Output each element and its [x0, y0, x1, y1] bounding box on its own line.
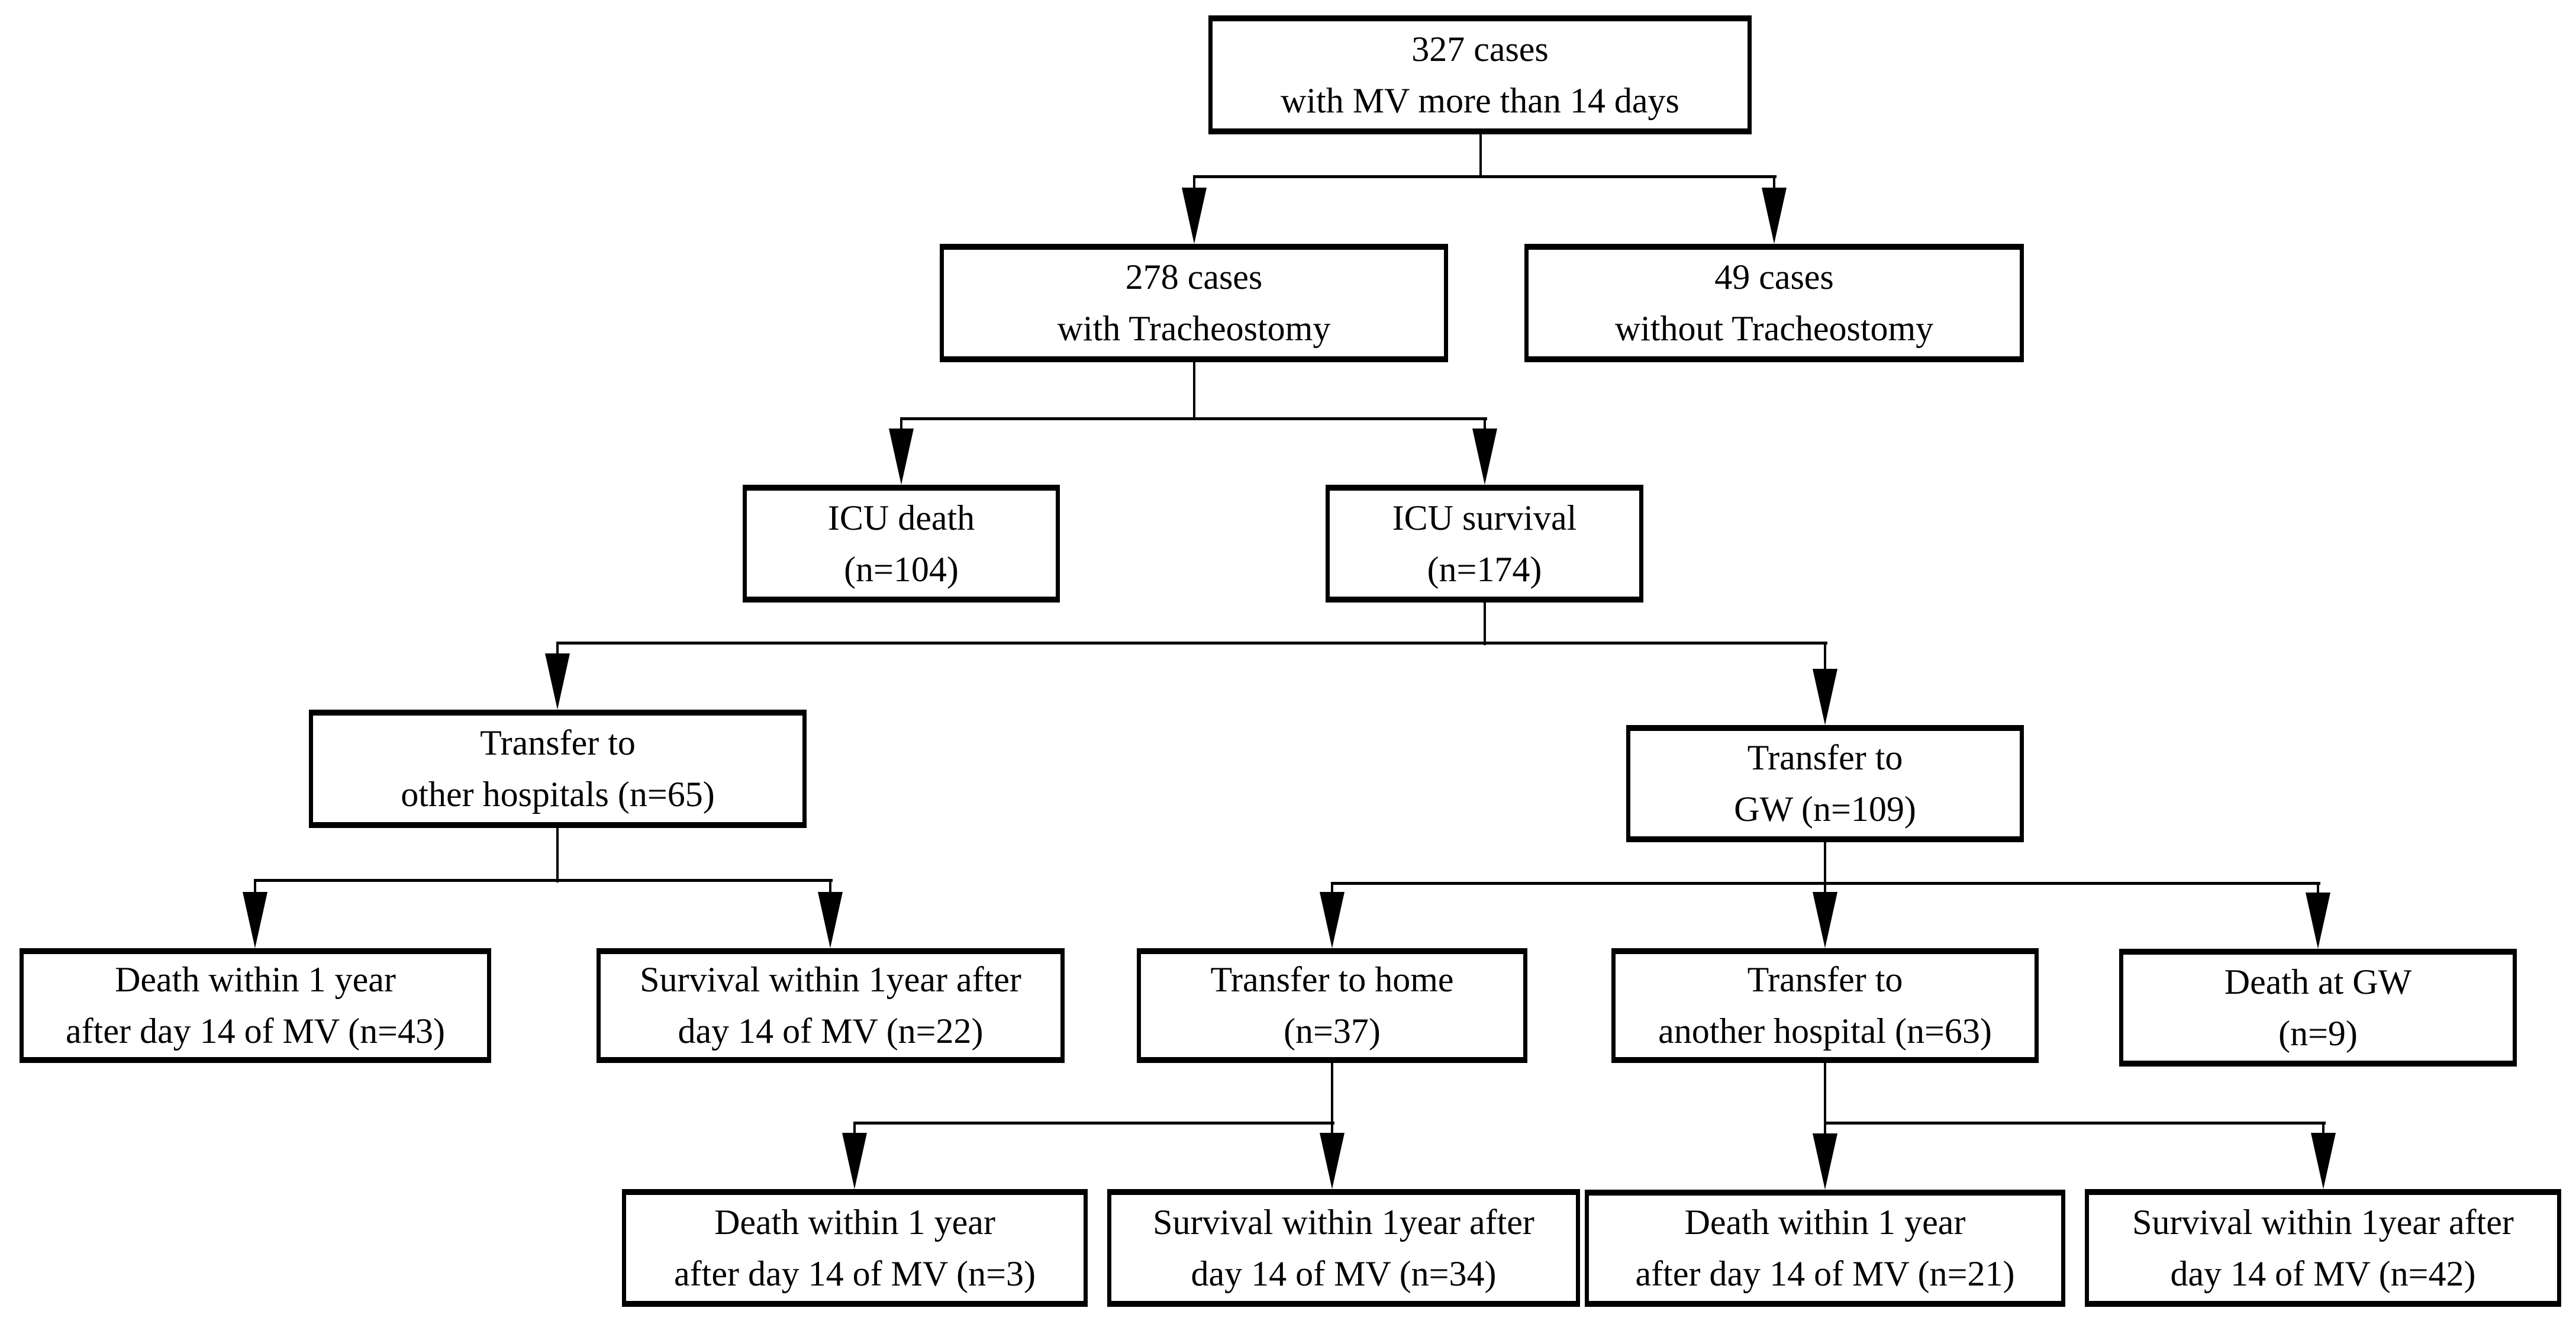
node-transfer-other-hospitals: Transfer to other hospitals (n=65)	[309, 710, 807, 828]
node-icu-death-label: ICU death (n=104)	[827, 498, 975, 589]
connector-cross-icu-survival	[556, 642, 1827, 645]
node-death-1year-n43-label: Death within 1 year after day 14 of MV (…	[66, 960, 445, 1051]
connector-cross-transfer-home	[853, 1122, 1334, 1125]
node-without-tracheostomy-label: 49 cases without Tracheostomy	[1614, 257, 1934, 348]
node-death-1year-n3: Death within 1 year after day 14 of MV (…	[622, 1189, 1088, 1307]
node-transfer-gw-label: Transfer to GW (n=109)	[1734, 738, 1916, 829]
arrow-down-icon	[842, 1133, 867, 1189]
connector-stem-transfer-another	[1824, 1063, 1826, 1125]
connector-stem-transfer-other	[556, 828, 559, 882]
node-death-1year-n43: Death within 1 year after day 14 of MV (…	[20, 948, 491, 1063]
node-transfer-home-label: Transfer to home (n=37)	[1210, 960, 1454, 1051]
arrow-down-icon	[1813, 892, 1837, 948]
node-icu-death: ICU death (n=104)	[743, 485, 1060, 603]
arrow-down-icon	[2311, 1133, 2336, 1189]
node-transfer-gw: Transfer to GW (n=109)	[1626, 725, 2024, 842]
connector-cross-trach	[900, 417, 1487, 420]
arrow-down-icon	[243, 892, 267, 948]
node-transfer-other-hospitals-label: Transfer to other hospitals (n=65)	[401, 723, 715, 814]
arrow-down-icon	[1813, 669, 1837, 725]
node-survival-1year-n22: Survival within 1year after day 14 of MV…	[597, 948, 1065, 1063]
connector-shaft-transfer-gw	[1824, 642, 1826, 681]
node-death-1year-n3-label: Death within 1 year after day 14 of MV (…	[674, 1202, 1036, 1293]
node-survival-1year-n22-label: Survival within 1year after day 14 of MV…	[640, 960, 1021, 1051]
node-transfer-another-hospital: Transfer to another hospital (n=63)	[1611, 948, 2039, 1063]
arrow-down-icon	[889, 429, 914, 485]
node-with-tracheostomy: 278 cases with Tracheostomy	[940, 244, 1448, 362]
node-death-at-gw: Death at GW (n=9)	[2119, 949, 2517, 1067]
arrow-down-icon	[1472, 429, 1497, 485]
connector-cross-total	[1193, 175, 1777, 178]
node-survival-1year-n34: Survival within 1year after day 14 of MV…	[1107, 1189, 1580, 1307]
connector-shaft-trach	[1193, 175, 1195, 199]
connector-stem-icu-survival	[1484, 603, 1486, 645]
arrow-down-icon	[818, 892, 843, 948]
node-transfer-home: Transfer to home (n=37)	[1137, 948, 1527, 1063]
connector-stem-transfer-gw	[1824, 842, 1826, 885]
connector-cross-transfer-another	[1824, 1122, 2326, 1125]
connector-shaft-surv22	[829, 879, 831, 904]
node-survival-1year-n42-label: Survival within 1year after day 14 of MV…	[2132, 1202, 2514, 1293]
node-death-1year-n21: Death within 1 year after day 14 of MV (…	[1585, 1190, 2065, 1307]
arrow-down-icon	[1182, 188, 1207, 244]
arrow-down-icon	[1762, 188, 1787, 244]
node-total-cases: 327 cases with MV more than 14 days	[1208, 15, 1752, 134]
node-transfer-another-hospital-label: Transfer to another hospital (n=63)	[1658, 960, 1992, 1051]
arrow-down-icon	[1320, 1133, 1345, 1189]
connector-cross-transfer-other	[254, 879, 833, 882]
arrow-down-icon	[545, 653, 570, 710]
connector-stem-trach	[1193, 362, 1195, 420]
node-icu-survival: ICU survival (n=174)	[1326, 485, 1643, 603]
arrow-down-icon	[2306, 893, 2330, 949]
node-without-tracheostomy: 49 cases without Tracheostomy	[1524, 244, 2024, 362]
node-with-tracheostomy-label: 278 cases with Tracheostomy	[1057, 257, 1331, 348]
node-death-at-gw-label: Death at GW (n=9)	[2224, 962, 2412, 1053]
arrow-down-icon	[1320, 892, 1345, 948]
connector-stem-total	[1479, 134, 1482, 176]
node-icu-survival-label: ICU survival (n=174)	[1392, 498, 1577, 589]
node-survival-1year-n42: Survival within 1year after day 14 of MV…	[2085, 1189, 2561, 1307]
node-survival-1year-n34-label: Survival within 1year after day 14 of MV…	[1153, 1202, 1534, 1293]
connector-shaft-no-trach	[1773, 175, 1775, 199]
node-total-cases-label: 327 cases with MV more than 14 days	[1281, 29, 1679, 120]
arrow-down-icon	[1813, 1133, 1837, 1190]
connector-stem-transfer-home	[1331, 1063, 1333, 1125]
node-death-1year-n21-label: Death within 1 year after day 14 of MV (…	[1635, 1203, 2015, 1293]
connector-shaft-death43	[254, 879, 256, 904]
